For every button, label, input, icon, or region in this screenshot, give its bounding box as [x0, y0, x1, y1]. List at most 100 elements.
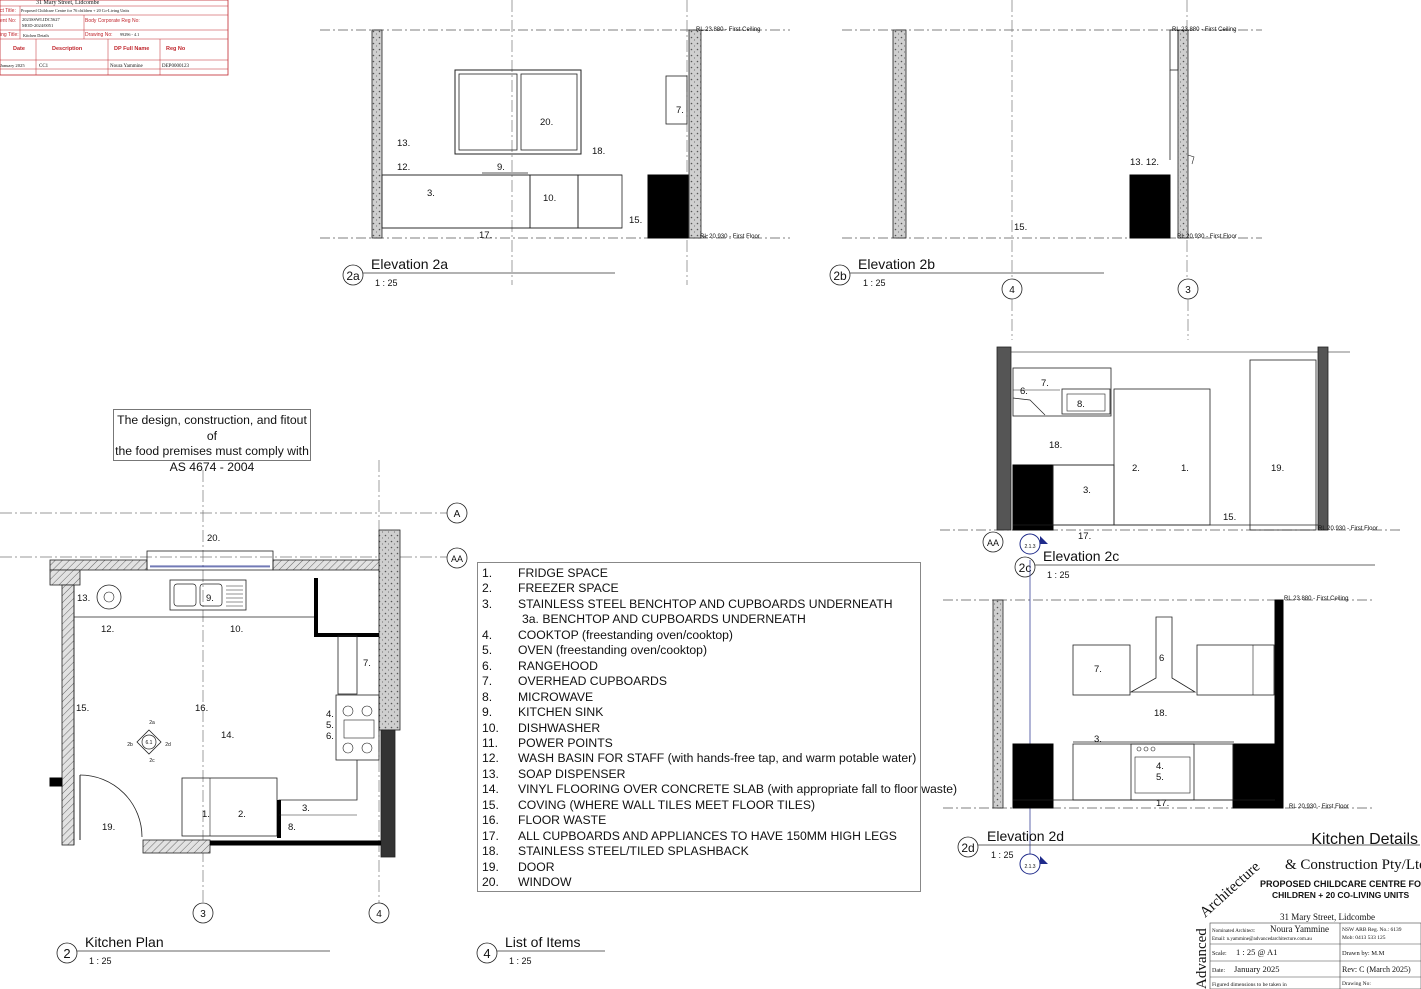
title-elevation-2d: 2d Elevation 2d 1 : 25 2.1.3: [957, 828, 1420, 875]
list-item-text: DISHWASHER: [518, 720, 601, 735]
label-6-plan: 6.: [326, 731, 334, 742]
list-item-text: FRIDGE SPACE: [518, 566, 608, 580]
list-item: 20.WINDOW: [482, 875, 571, 889]
list-item-number: 6.: [482, 658, 493, 673]
label-1-2c: 1.: [1181, 463, 1189, 474]
list-item: 6. RANGEHOOD: [482, 659, 598, 673]
label-13: 13.: [397, 138, 410, 149]
marker-ref-2d: 2.1.3: [1024, 864, 1035, 870]
header-col-description: Description: [52, 46, 83, 52]
level-floor-2a: RL 20.930 - First Floor: [700, 234, 760, 240]
header-drawing-title: Kitchen Details: [23, 33, 50, 38]
tb-address: 31 Mary Street, Lidcombe: [1280, 912, 1375, 922]
title-block: & Construction Pty/Ltd Architecture Adva…: [1194, 857, 1421, 989]
scale-2b: 1 : 25: [863, 278, 886, 288]
list-item-text: OVERHEAD CUPBOARDS: [518, 674, 667, 689]
header-drawing-title-label: ing Title:: [0, 32, 19, 38]
list-item-number: 18.: [482, 844, 499, 859]
label-7: 7.: [676, 105, 684, 116]
header-project-label: ct Title:: [0, 8, 16, 14]
grid-aa-plan: AA: [451, 554, 463, 564]
title-elevation-2c: 2c Elevation 2c 1 : 25: [1014, 548, 1375, 580]
list-item: 15. COVING (WHERE WALL TILES MEET FLOOR T…: [482, 798, 815, 812]
list-item-number: 13.: [482, 766, 499, 781]
label-9-plan: 9.: [206, 593, 214, 604]
list-item: 14.VINYL FLOORING OVER CONCRETE SLAB (wi…: [482, 782, 957, 796]
list-item-number: 15.: [482, 797, 499, 812]
label-17-2d: 17.: [1156, 798, 1169, 809]
tag-list: 4: [483, 946, 490, 961]
note-line-2: the food premises must comply with: [115, 444, 309, 458]
elevation-2b: [842, 0, 1262, 285]
list-item-number: 8.: [482, 689, 493, 704]
grid-4-plan: 4: [376, 909, 382, 920]
list-item-number: 4.: [482, 627, 493, 642]
level-ceiling-2b: RL 23.880 - First Ceiling: [1172, 27, 1236, 33]
company-name-2: Architecture: [1197, 859, 1264, 921]
label-17: 17.: [479, 230, 492, 241]
marker-2d: 2d: [165, 742, 171, 748]
scale-2d: 1 : 25: [991, 850, 1014, 860]
label-3: 3.: [427, 188, 435, 199]
level-floor-2d: RL 20.930 - First Floor: [1289, 804, 1349, 810]
sheet-title: Kitchen Details: [1311, 831, 1418, 848]
label-6-2d: 6: [1159, 653, 1164, 664]
label-5-plan: 5.: [326, 720, 334, 731]
label-15-2c: 15.: [1223, 512, 1236, 523]
list-item: 3.STAINLESS STEEL BENCHTOP AND CUPBOARDS…: [482, 597, 893, 611]
list-item: 7.OVERHEAD CUPBOARDS: [482, 674, 667, 688]
list-item: 12. WASH BASIN FOR STAFF (with hands-free…: [482, 751, 916, 765]
note-line-3: AS 4674 - 2004: [169, 459, 255, 474]
header-address: 31 Mary Street, Lidcombe: [36, 0, 100, 6]
kitchen-plan: [0, 460, 447, 903]
label-20: 20.: [540, 117, 553, 128]
tb-architect-label: Nominated Architect:: [1212, 929, 1255, 934]
scale-2c: 1 : 25: [1047, 570, 1070, 580]
list-item-text: WASH BASIN FOR STAFF (with hands-free ta…: [518, 751, 917, 766]
title-elevation-2b: 2b Elevation 2b 1 : 25: [829, 256, 1104, 288]
label-19-plan: 19.: [102, 822, 115, 833]
elevation-2c: [940, 346, 1400, 531]
scale-plan: 1 : 25: [89, 956, 112, 966]
list-item-number: 5.: [482, 643, 493, 658]
kitchen-plan-labels: 20. 13. 9. 12. 10. 7. 15. 16. 14. 4. 5. …: [76, 533, 371, 833]
title-2b: Elevation 2b: [858, 256, 935, 272]
list-item-number: 12.: [482, 751, 499, 766]
list-item-text: COOKTOP (freestanding oven/cooktop): [518, 627, 733, 642]
list-item: 1.FRIDGE SPACE: [482, 566, 608, 580]
label-13-12: 13. 12.: [1130, 157, 1159, 168]
grid-bubbles-2c: 4 3: [1001, 278, 1199, 340]
list-item-number: 14.: [482, 782, 499, 797]
tb-rev: Rev: C (March 2025): [1342, 965, 1411, 974]
list-item-text: DOOR: [518, 859, 555, 874]
title-2d: Elevation 2d: [987, 828, 1064, 844]
label-8-2c: 8.: [1077, 399, 1085, 410]
label-17-2c: 17.: [1078, 531, 1091, 542]
elevation-2d-labels: 7. 6 18. 3. 4. 5. 17. RL 23.880 - First …: [1094, 596, 1349, 810]
tb-mob: Mob: 0413 533 125: [1342, 935, 1386, 941]
elevation-2b-labels: 13. 12. 15. RL 23.880 - First Ceiling RL…: [1014, 27, 1237, 240]
list-item: 11.POWER POINTS: [482, 736, 613, 750]
header-project-title: Proposed Childcare Centre for 76 childre…: [21, 8, 130, 13]
tag-2c: 2c: [1019, 561, 1032, 575]
header-table: 31 Mary Street, Lidcombe ct Title: Propo…: [0, 0, 229, 76]
label-3-2d: 3.: [1094, 734, 1102, 745]
list-item-text: SOAP DISPENSER: [518, 766, 626, 781]
list-item-number: 2.: [482, 581, 493, 596]
label-20-plan: 20.: [207, 533, 220, 544]
label-7-2d: 7.: [1094, 664, 1102, 675]
level-ceiling-2a: RL 23.880 - First Ceiling: [696, 27, 760, 33]
label-18-2d: 18.: [1154, 708, 1167, 719]
list-item-number: 11.: [482, 735, 499, 750]
label-1-plan: 1.: [202, 809, 210, 820]
list-item-text: RANGEHOOD: [518, 658, 598, 673]
scale-list: 1 : 25: [509, 956, 532, 966]
tb-scale-value: 1 : 25 @ A1: [1236, 947, 1277, 957]
title-list: 4 List of Items 1 : 25: [476, 934, 605, 966]
list-item: 19.DOOR: [482, 860, 555, 874]
list-item: 4. COOKTOP (freestanding oven/cooktop): [482, 628, 733, 642]
label-6-2c: 6.: [1020, 386, 1028, 397]
list-item-text: COVING (WHERE WALL TILES MEET FLOOR TILE…: [518, 797, 816, 812]
header-reg-value-2: MOD-2024/0051: [22, 23, 53, 28]
